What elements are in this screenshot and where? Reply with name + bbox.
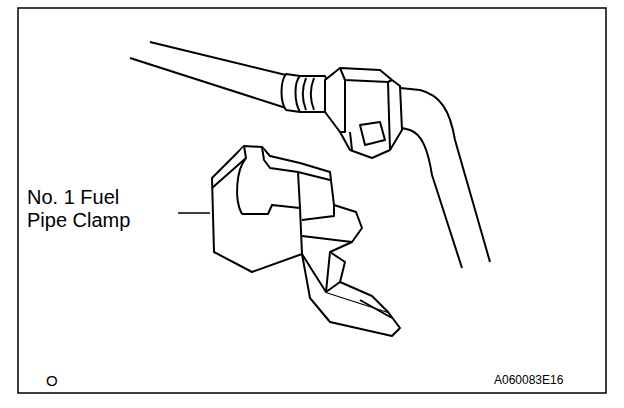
frame <box>18 8 606 393</box>
symbol-label: O <box>46 372 58 389</box>
part-name: No. 1 Fuel Pipe Clamp <box>27 186 151 232</box>
leader-line <box>178 212 210 214</box>
figure-code: A060083E16 <box>494 374 563 388</box>
fuel-pipe-clamp <box>212 146 400 336</box>
